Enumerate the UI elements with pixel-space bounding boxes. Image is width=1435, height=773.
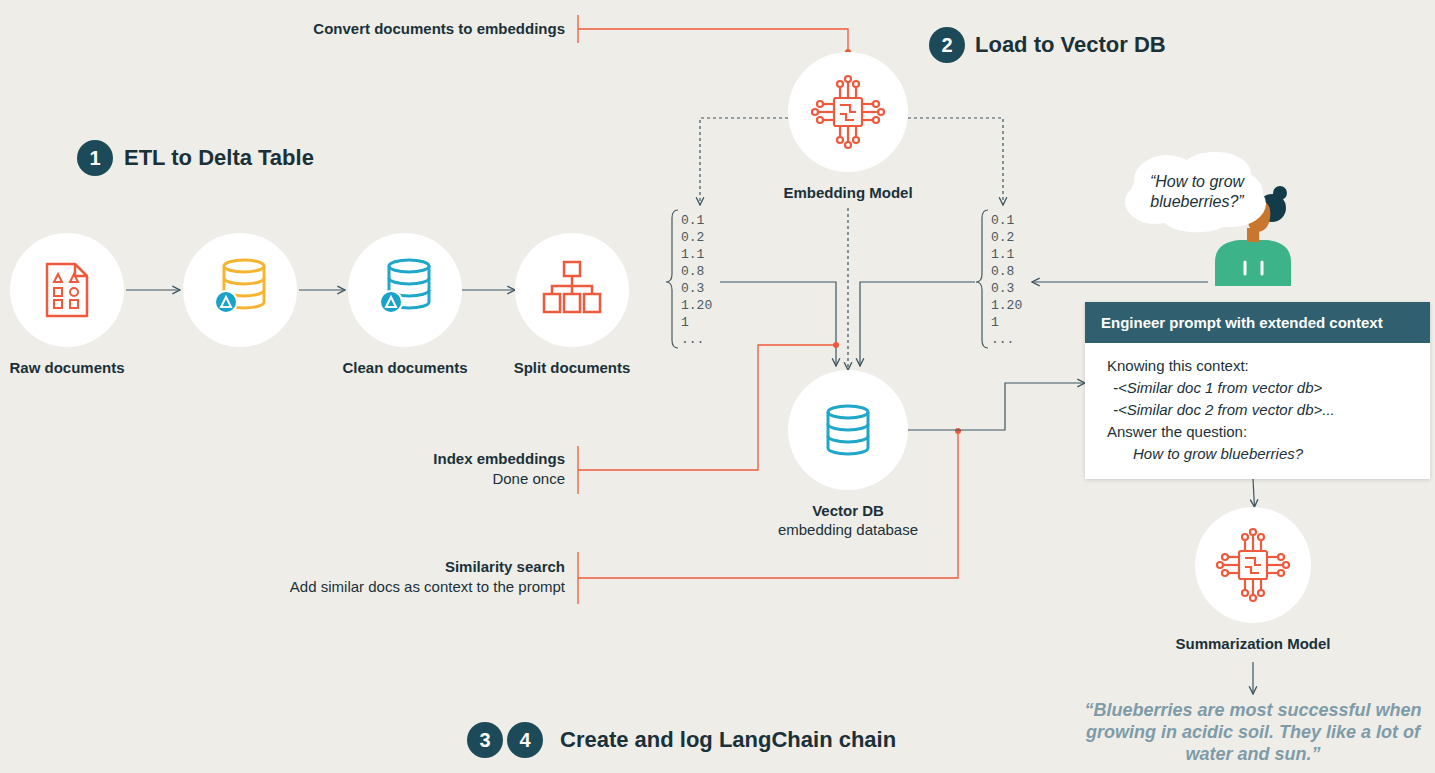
- card-line: -<Similar doc 2 from vector db>...: [1107, 399, 1408, 421]
- card-line: How to grow blueberries?: [1107, 443, 1408, 465]
- database-circle: Vector DBembedding database: [788, 370, 908, 490]
- node-caption: Split documents: [442, 358, 702, 377]
- node-title: Raw documents: [0, 358, 197, 377]
- card-line: -<Similar doc 1 from vector db>: [1107, 377, 1408, 399]
- bubble-text: “How to grow blueberries?”: [1140, 172, 1254, 212]
- node-title: Split documents: [442, 358, 702, 377]
- connector-arrow: [462, 289, 515, 290]
- node-caption: Vector DBembedding database: [718, 501, 978, 539]
- flow-arrow: [1252, 662, 1253, 694]
- node-circle: [1195, 507, 1311, 623]
- node-circle: [10, 233, 124, 347]
- step-number-text: 3: [479, 729, 490, 752]
- card-line: Answer the question:: [1107, 421, 1408, 443]
- card-line: Knowing this context:: [1107, 355, 1408, 377]
- step-number-text: 1: [89, 147, 100, 170]
- step-number-text: 4: [519, 729, 530, 752]
- connector-arrow: [908, 383, 1085, 430]
- step-number-text: 2: [941, 34, 952, 57]
- connector-arrow: [847, 208, 848, 370]
- step-number: 4: [507, 722, 543, 758]
- node-subtitle: embedding database: [718, 520, 978, 539]
- node-icon: [544, 262, 600, 312]
- step-heading: ETL to Delta Table: [124, 145, 314, 171]
- vector-values: 0.1 0.2 1.1 0.8 0.3 1.20 1 ...: [991, 212, 1025, 348]
- node-caption: Raw documents: [0, 358, 197, 377]
- callout-note: Done once: [492, 470, 565, 487]
- card-body: Knowing this context:-<Similar doc 1 fro…: [1085, 343, 1430, 479]
- flow-arrow: [860, 282, 975, 366]
- node-caption: Summarization Model: [1123, 634, 1383, 653]
- node-title: Summarization Model: [1123, 634, 1383, 653]
- dashed-arrow: [908, 118, 1003, 205]
- model-circle: Embedding Model: [788, 52, 908, 172]
- node-caption: Clean documents: [275, 358, 535, 377]
- flow-arrow: [1032, 281, 1208, 282]
- cloud-outline: [1122, 150, 1272, 234]
- leader-line: [578, 15, 958, 604]
- step-number: 1: [77, 140, 113, 176]
- process-circle: Split documents: [515, 233, 629, 347]
- node-title: Clean documents: [275, 358, 535, 377]
- speech-bubble: “How to grow blueberries?”: [1122, 150, 1272, 234]
- process-circle: Clean documents: [348, 233, 462, 347]
- vector-values: 0.1 0.2 1.1 0.8 0.3 1.20 1 ...: [681, 212, 715, 348]
- node-circle: [515, 233, 629, 347]
- callout-title: Convert documents to embeddings: [313, 20, 565, 37]
- node-title: Vector DB: [718, 501, 978, 520]
- flow-arrow: [720, 282, 836, 366]
- callout-note: Add similar docs as context to the promp…: [290, 578, 565, 595]
- step-number: 3: [467, 722, 503, 758]
- callout-title: Similarity search: [445, 558, 565, 575]
- model-circle: Summarization Model: [1195, 507, 1311, 623]
- flow-arrow: [126, 289, 180, 290]
- answer-text: “Blueberries are most successful when gr…: [1083, 699, 1423, 765]
- node-icon: [828, 406, 868, 454]
- node-icon: [1217, 529, 1289, 601]
- prompt-card: Engineer prompt with extended contextKno…: [1085, 302, 1430, 479]
- node-icon: [812, 76, 884, 148]
- connector-arrow: [1253, 479, 1254, 507]
- card-header: Engineer prompt with extended context: [1085, 302, 1430, 343]
- vector-bracket: [976, 210, 988, 348]
- vector-bracket: [666, 210, 678, 348]
- node-icon: [380, 260, 429, 313]
- dashed-arrow: [700, 118, 788, 205]
- node-circle: [788, 370, 908, 490]
- callout-title: Index embeddings: [433, 450, 565, 467]
- step-number: 2: [929, 27, 965, 63]
- step-heading: Load to Vector DB: [975, 32, 1166, 58]
- node-icon: [47, 264, 87, 316]
- process-circle: Raw documents: [10, 233, 124, 347]
- step-heading: Create and log LangChain chain: [560, 727, 896, 753]
- delta-table-icon: [183, 233, 297, 347]
- node-title: Embedding Model: [718, 183, 978, 202]
- node-circle: [788, 52, 908, 172]
- node-circle: [348, 233, 462, 347]
- node-caption: Embedding Model: [718, 183, 978, 202]
- flow-arrow: [299, 289, 345, 290]
